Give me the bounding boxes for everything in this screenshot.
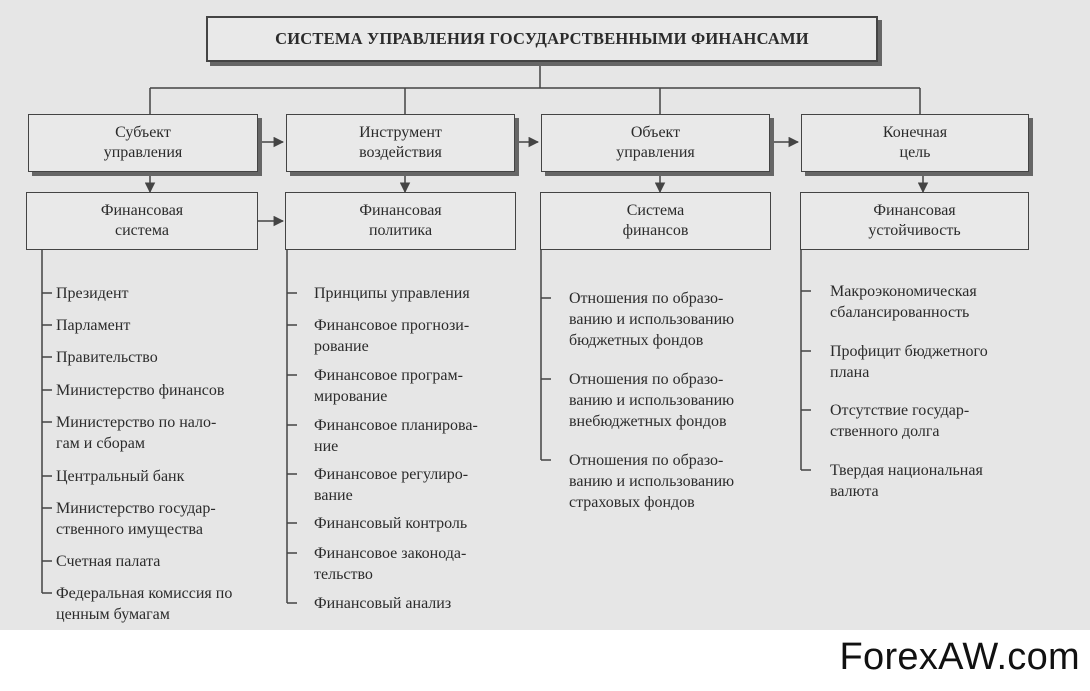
list-item: Отношения по образо- ванию и использован…: [569, 290, 735, 349]
connector-lines: [41, 62, 929, 604]
list-item: Отношения по образо- ванию и использован…: [569, 452, 735, 511]
list-item: Финансовое регулиро- вание: [314, 466, 469, 504]
header-object: Объект управления: [541, 114, 770, 172]
list-item: Финансовый анализ: [314, 595, 452, 612]
list-item: Центральный банк: [56, 468, 185, 485]
scan-background: [0, 0, 1090, 630]
list-item: Министерство финансов: [56, 382, 225, 399]
list-item: Финансовое програм- мирование: [314, 367, 463, 405]
list-item: Финансовый контроль: [314, 515, 468, 532]
list-item: Министерство по нало- гам и сборам: [56, 414, 217, 452]
list-item: Финансовое планирова- ние: [314, 417, 478, 455]
sub-finance-system: Система финансов: [540, 192, 771, 250]
list-item: Макроэкономическая сбалансированность: [830, 283, 977, 321]
list-item: Президент: [56, 285, 129, 302]
list-item: Профицит бюджетного плана: [830, 343, 988, 381]
list-item: Правительство: [56, 349, 158, 366]
list-item: Отношения по образо- ванию и использован…: [569, 371, 735, 430]
header-subject: Субъект управления: [28, 114, 258, 172]
list-item: Счетная палата: [56, 553, 161, 570]
list-item: Федеральная комиссия по ценным бумагам: [56, 585, 233, 623]
header-goal: Конечная цель: [801, 114, 1029, 172]
list-item: Твердая национальная валюта: [830, 462, 983, 500]
list-item: Принципы управления: [314, 285, 470, 302]
watermark-text: ForexAW.com: [839, 636, 1080, 678]
sub-financial-policy: Финансовая политика: [285, 192, 516, 250]
diagram-title: СИСТЕМА УПРАВЛЕНИЯ ГОСУДАРСТВЕННЫМИ ФИНА…: [206, 16, 878, 62]
sub-financial-stability: Финансовая устойчивость: [800, 192, 1029, 250]
sub-financial-system: Финансовая система: [26, 192, 258, 250]
list-item: Финансовое прогнози- рование: [314, 317, 470, 355]
header-instrument: Инструмент воздействия: [286, 114, 515, 172]
list-item: Парламент: [56, 317, 131, 334]
list-item: Финансовое законода- тельство: [314, 545, 467, 583]
list-item: Отсутствие государ- ственного долга: [830, 402, 970, 440]
list-item: Министерство государ- ственного имуществ…: [56, 500, 216, 538]
